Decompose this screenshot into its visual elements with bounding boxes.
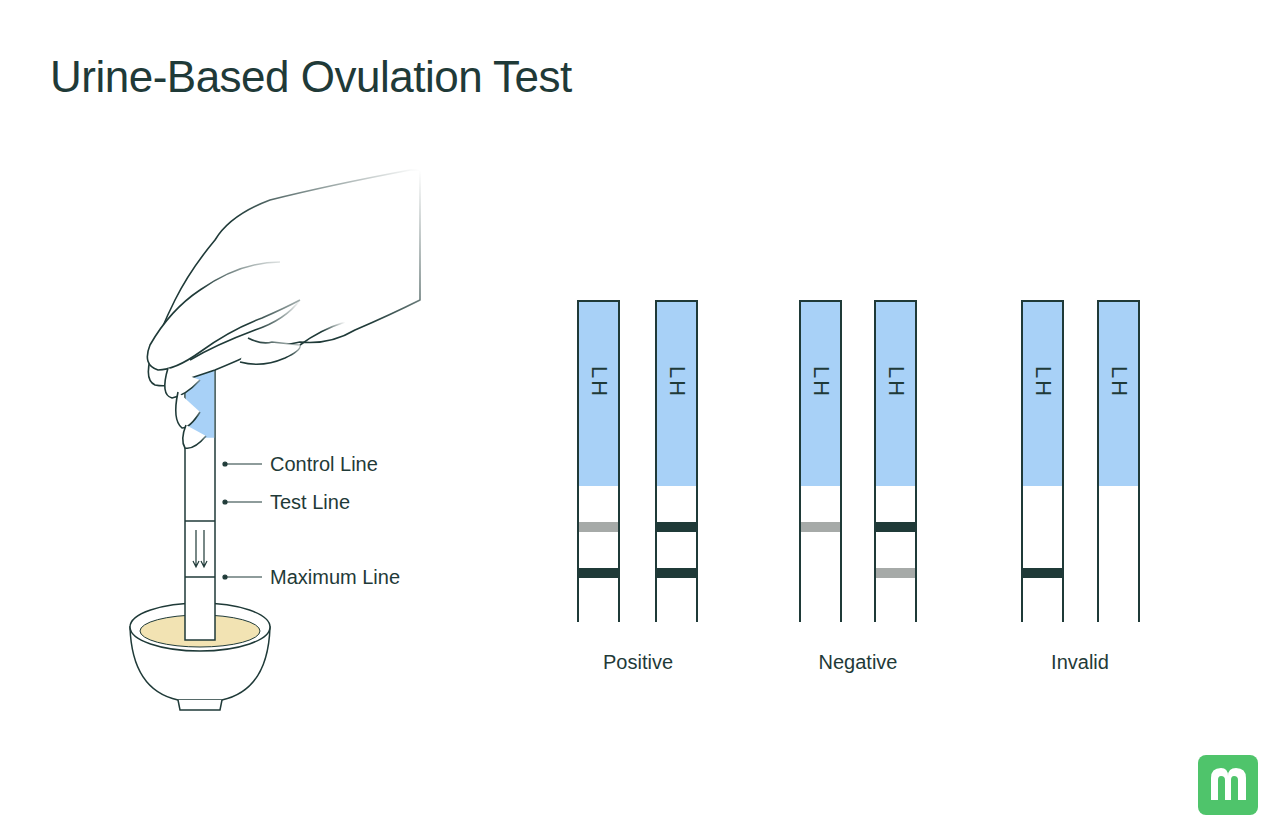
strip-label: LH — [664, 366, 690, 398]
result-line — [579, 568, 618, 578]
result-line — [579, 522, 618, 532]
diagram-title: Urine-Based Ovulation Test — [50, 52, 572, 102]
result-caption: Negative — [819, 651, 898, 674]
part-label: Control Line — [270, 453, 378, 476]
test-strip: LH — [799, 300, 842, 622]
test-strip: LH — [1021, 300, 1064, 622]
leader-lines — [223, 462, 262, 579]
result-line — [1023, 568, 1062, 578]
hand — [147, 170, 420, 448]
strip-label: LH — [586, 366, 612, 398]
test-strip: LH — [1097, 300, 1140, 622]
result-line — [657, 568, 696, 578]
result-line — [801, 522, 840, 532]
result-caption: Invalid — [1051, 651, 1109, 674]
test-strip: LH — [655, 300, 698, 622]
result-line — [876, 522, 915, 532]
strip-label: LH — [808, 366, 834, 398]
part-label: Test Line — [270, 491, 350, 514]
strip-label: LH — [1106, 366, 1132, 398]
strip-label: LH — [883, 366, 909, 398]
result-line — [876, 568, 915, 578]
result-caption: Positive — [603, 651, 673, 674]
brand-logo — [1198, 755, 1258, 815]
strip-label: LH — [1030, 366, 1056, 398]
part-label: Maximum Line — [270, 566, 400, 589]
test-strip: LH — [577, 300, 620, 622]
result-line — [657, 522, 696, 532]
test-strip: LH — [874, 300, 917, 622]
